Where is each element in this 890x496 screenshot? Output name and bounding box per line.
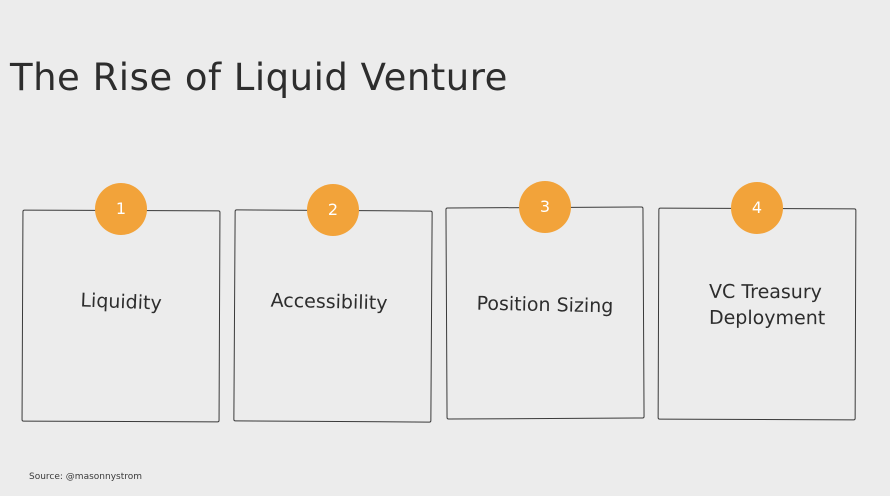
step-number-badge: 3 [519, 181, 571, 233]
step-number-badge: 4 [731, 182, 783, 234]
step-label: Position Sizing [476, 292, 614, 318]
step-number-badge: 2 [307, 184, 359, 236]
step-label: VC Treasury Deployment [708, 280, 826, 330]
step-card-position-sizing: Position Sizing [445, 206, 645, 420]
step-number-badge: 1 [95, 183, 147, 235]
source-credit: Source: @masonnystrom [29, 472, 143, 482]
page-title: The Rise of Liquid Venture [10, 56, 508, 99]
step-label: Accessibility [270, 289, 388, 315]
step-card-accessibility: Accessibility [233, 209, 433, 423]
step-card-vc-treasury-deployment: VC Treasury Deployment [657, 207, 857, 421]
step-label: Liquidity [80, 289, 163, 315]
step-card-liquidity: Liquidity [21, 209, 221, 423]
